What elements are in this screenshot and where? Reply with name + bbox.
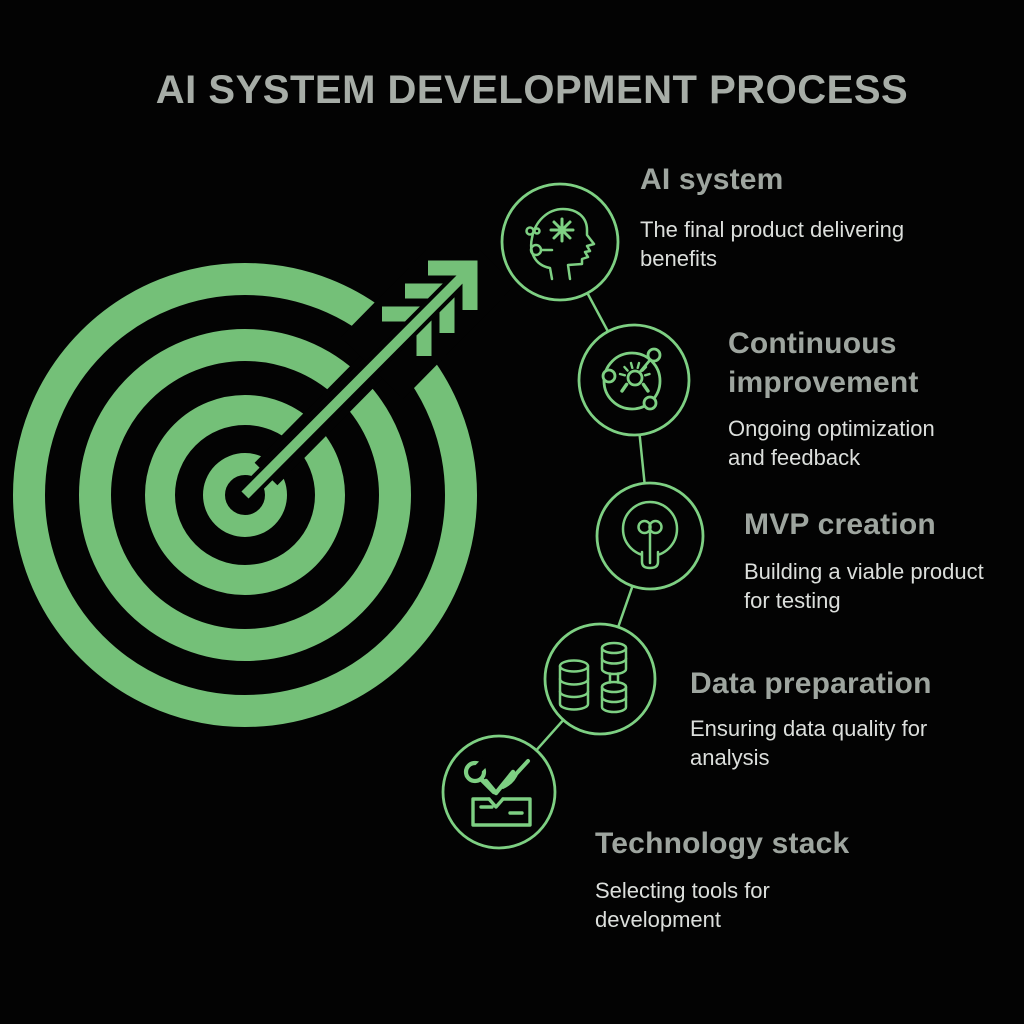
step-mvp-creation: MVP creation Building a viable product f…	[744, 505, 984, 615]
page-title: AI SYSTEM DEVELOPMENT PROCESS	[155, 68, 909, 112]
step-description: Selecting tools for development	[595, 878, 770, 932]
step-description: Building a viable product for testing	[744, 559, 984, 613]
toolbox-icon	[463, 757, 532, 827]
database-stack-icon	[558, 641, 628, 714]
step-heading: AI system	[640, 163, 784, 196]
check-mark	[483, 769, 516, 796]
step-ai-system: AI system The final product delivering b…	[640, 160, 904, 273]
step-heading: MVP creation	[744, 508, 936, 541]
step-description: Ensuring data quality for analysis	[690, 716, 928, 770]
continuous-improvement-icon	[601, 347, 662, 411]
target-rings	[13, 263, 477, 727]
ai-head-icon	[525, 207, 596, 281]
step-heading: Continuous improvement	[728, 327, 919, 399]
step-data-preparation: Data preparation Ensuring data quality f…	[690, 664, 932, 772]
step-heading: Technology stack	[595, 827, 850, 860]
arrow-shaft	[241, 265, 474, 499]
lightbulb-sprout-icon	[621, 500, 679, 570]
step-description: Ongoing optimization and feedback	[728, 416, 935, 470]
process-flow-graphic	[441, 182, 705, 850]
step-description: The final product delivering benefits	[640, 217, 905, 271]
step-heading: Data preparation	[690, 667, 932, 700]
bullseye-target-graphic	[13, 250, 516, 727]
step-circles	[441, 182, 705, 850]
step-technology-stack: Technology stack Selecting tools for dev…	[595, 824, 849, 934]
step-continuous-improvement: Continuous improvement Ongoing optimizat…	[728, 324, 935, 472]
